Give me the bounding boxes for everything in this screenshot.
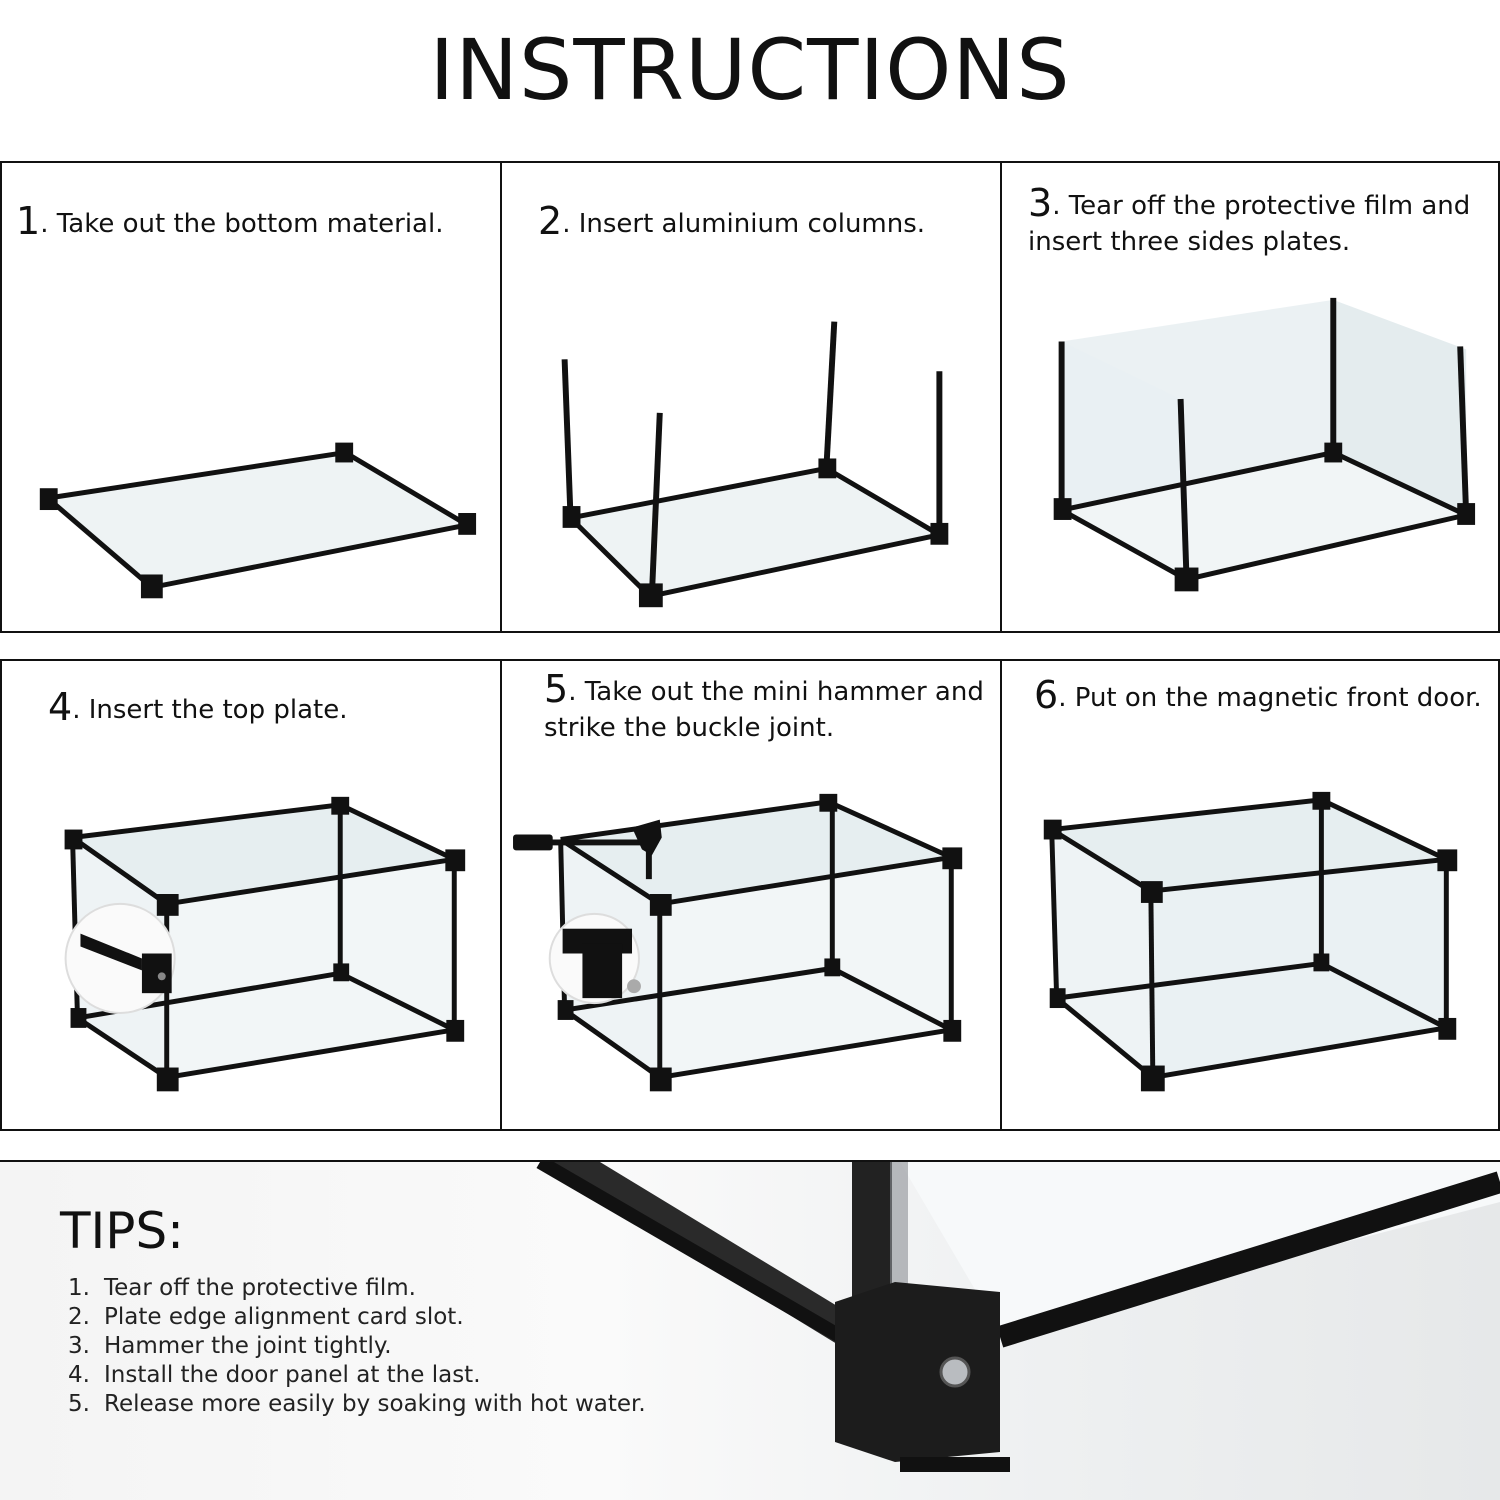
- step-5-panel: 5. Take out the mini hammer and strike t…: [500, 661, 1000, 1129]
- step-4-panel: 4. Insert the top plate.: [0, 661, 500, 1129]
- step-3-caption: 3. Tear off the protective film and inse…: [1028, 181, 1471, 257]
- hammer-illustration: [513, 793, 963, 1092]
- tip-item: 5.Release more easily by soaking with ho…: [68, 1391, 646, 1417]
- step-6-caption: 6. Put on the magnetic front door.: [1034, 673, 1482, 717]
- top-plate-illustration: [64, 796, 466, 1092]
- step-text: Take out the bottom material.: [56, 209, 444, 239]
- side-plates-illustration: [1053, 297, 1476, 592]
- step-text: Insert aluminium columns.: [578, 209, 926, 239]
- mini-hammer-icon: [513, 819, 662, 880]
- step-text: Put on the magnetic front door.: [1074, 683, 1482, 713]
- step-number: 5: [544, 667, 569, 711]
- front-door-illustration: [1043, 791, 1458, 1092]
- step-4-caption: 4. Insert the top plate.: [48, 685, 348, 729]
- step-number: 1: [16, 199, 41, 243]
- tips-title: TIPS:: [60, 1202, 185, 1260]
- base-frame-illustration: [39, 442, 477, 599]
- tips-list: 1.Tear off the protective film. 2.Plate …: [68, 1274, 646, 1419]
- step-5-caption: 5. Take out the mini hammer and strike t…: [544, 667, 984, 743]
- corner-joint-photo: [536, 1162, 1500, 1472]
- steps-row-2: 4. Insert the top plate.: [0, 659, 1500, 1131]
- step-text: Insert the top plate.: [88, 695, 348, 725]
- tips-section: TIPS: 1.Tear off the protective film. 2.…: [0, 1160, 1500, 1500]
- step-text: Tear off the protective film and insert …: [1028, 191, 1471, 257]
- step-number: 3: [1028, 181, 1053, 225]
- step-number: 4: [48, 685, 73, 729]
- tip-item: 2.Plate edge alignment card slot.: [68, 1304, 464, 1330]
- step-3-panel: 3. Tear off the protective film and inse…: [1000, 163, 1500, 631]
- page-title: INSTRUCTIONS: [429, 21, 1071, 119]
- step-1-caption: 1. Take out the bottom material.: [16, 199, 444, 243]
- step-text: Take out the mini hammer and strike the …: [544, 677, 984, 743]
- tip-item: 1.Tear off the protective film.: [68, 1275, 416, 1301]
- step-6-panel: 6. Put on the magnetic front door.: [1000, 661, 1500, 1129]
- step-1-panel: 1. Take out the bottom material.: [0, 163, 500, 631]
- steps-row-1: 1. Take out the bottom material. 2. Inse…: [0, 161, 1500, 633]
- columns-illustration: [561, 321, 949, 608]
- step-2-panel: 2. Insert aluminium columns.: [500, 163, 1000, 631]
- step-number: 6: [1034, 673, 1059, 717]
- step-number: 2: [538, 199, 563, 243]
- tip-item: 4.Install the door panel at the last.: [68, 1362, 481, 1388]
- tip-item: 3.Hammer the joint tightly.: [68, 1333, 392, 1359]
- step-2-caption: 2. Insert aluminium columns.: [538, 199, 926, 243]
